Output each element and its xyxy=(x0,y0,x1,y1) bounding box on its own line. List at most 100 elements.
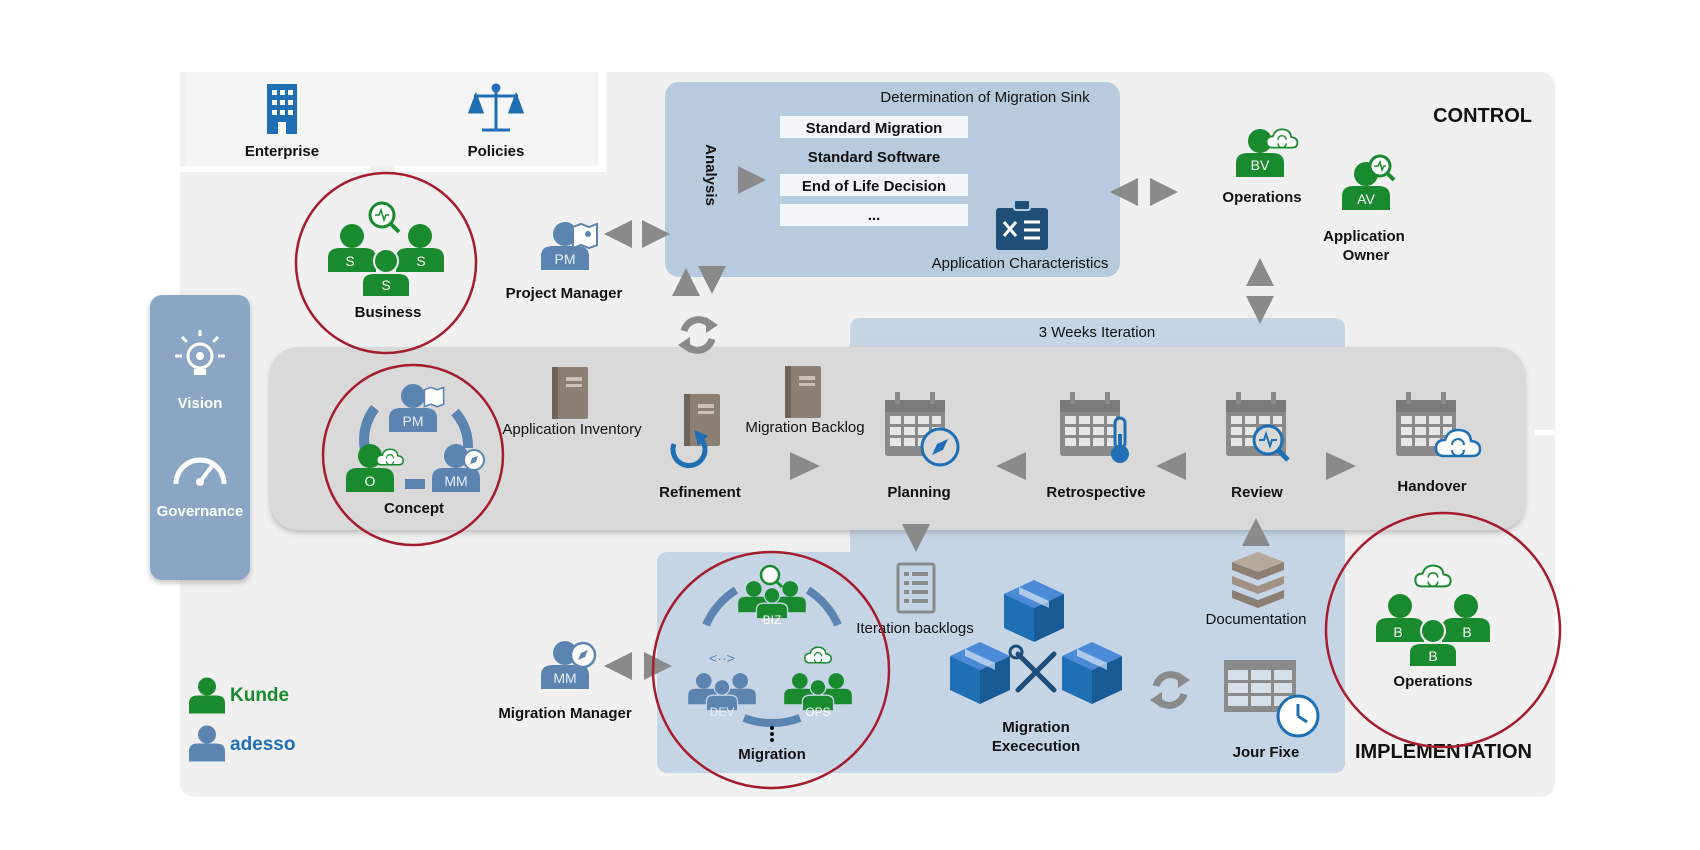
migration-execution-label-line1: Migration xyxy=(1002,719,1070,736)
operations-top-group: BV Operations xyxy=(1222,128,1302,206)
scales-icon xyxy=(467,83,525,132)
migration-badge-biz: BIZ xyxy=(763,613,782,627)
arrow-left-migration xyxy=(604,652,632,680)
governance-label: Governance xyxy=(157,503,244,520)
retrospective-label: Retrospective xyxy=(1046,484,1145,501)
arrow-right-handover xyxy=(1326,452,1356,480)
iteration-backlogs-label: Iteration backlogs xyxy=(856,620,974,637)
jour-fixe-group: Jour Fixe xyxy=(1224,660,1320,761)
magnifier-icon xyxy=(368,201,401,234)
business-badge-left: S xyxy=(345,253,354,269)
list-document-icon xyxy=(896,562,936,614)
project-manager-badge: PM xyxy=(555,251,576,267)
arrow-right-pm xyxy=(642,220,670,248)
analysis-box-title: Determination of Migration Sink xyxy=(880,89,1090,106)
business-highlight-circle xyxy=(294,171,478,355)
migration-execution-label-line2: Exececution xyxy=(992,738,1080,755)
migration-badge-dev: DEV xyxy=(710,705,735,719)
operations-top-label: Operations xyxy=(1222,189,1301,206)
operations-highlight-circle xyxy=(1324,511,1562,749)
jour-fixe-label: Jour Fixe xyxy=(1233,744,1300,761)
project-manager-group: PM Project Manager xyxy=(506,222,623,302)
concept-highlight-circle xyxy=(321,363,505,547)
operations-bottom-badge-center: B xyxy=(1428,648,1437,664)
concept-badge-o: O xyxy=(365,473,376,489)
thermometer-icon xyxy=(1111,416,1129,463)
project-manager-label: Project Manager xyxy=(506,285,623,302)
control-heading: CONTROL xyxy=(1433,105,1532,127)
application-owner-badge: AV xyxy=(1357,191,1375,207)
planning-label: Planning xyxy=(887,484,950,501)
retrospective-calendar-icon xyxy=(1060,392,1120,456)
analysis-box: Determination of Migration Sink Analysis… xyxy=(665,82,1120,277)
iteration-label: 3 Weeks Iteration xyxy=(1039,324,1155,341)
application-inventory-label: Application Inventory xyxy=(502,421,642,438)
documentation-label: Documentation xyxy=(1206,611,1307,628)
migration-execution-group: Migration Exececution xyxy=(950,580,1122,755)
application-characteristics-label: Application Characteristics xyxy=(932,255,1109,272)
legend: Kunde adesso xyxy=(189,677,295,762)
vision-label: Vision xyxy=(178,395,223,412)
migration-manager-badge: MM xyxy=(553,670,576,686)
handover-label: Handover xyxy=(1397,478,1466,495)
magnifier-icon xyxy=(759,564,784,589)
compass-icon xyxy=(569,641,597,669)
arrow-down-review xyxy=(1246,296,1274,324)
gauge-icon xyxy=(173,457,227,486)
review-label: Review xyxy=(1231,484,1283,501)
migration-highlight-circle xyxy=(651,550,891,790)
concept-badge-pm: PM xyxy=(403,413,424,429)
building-icon xyxy=(267,84,297,134)
migration-manager-group: MM Migration Manager xyxy=(498,641,632,722)
book-icon xyxy=(552,367,588,419)
checklist-icon xyxy=(996,199,1048,250)
concept-group: PM O MM Concept xyxy=(321,363,505,547)
operations-bottom-badge-left: B xyxy=(1393,624,1402,640)
migration-badge-ops: OPS xyxy=(805,705,830,719)
migration-group: BIZ <··> DEV OPS Migration xyxy=(651,550,891,790)
business-badge-center: S xyxy=(381,277,390,293)
application-owner-label-line1: Application xyxy=(1323,228,1405,245)
analysis-side-label: Analysis xyxy=(702,144,719,206)
analysis-option-standard-software: Standard Software xyxy=(808,149,941,166)
compass-icon xyxy=(463,449,485,471)
operations-bottom-badge-right: B xyxy=(1462,624,1471,640)
refresh-arrow-icon xyxy=(670,430,708,469)
analysis-option-end-of-life: End of Life Decision xyxy=(802,178,946,195)
business-label: Business xyxy=(355,304,422,321)
analysis-option-standard-migration: Standard Migration xyxy=(806,120,943,137)
operations-top-badge: BV xyxy=(1251,157,1270,173)
arrow-left-operations xyxy=(1110,178,1138,206)
operations-bottom-group: B B B Operations xyxy=(1324,511,1562,749)
arrow-up-analysis xyxy=(672,268,700,296)
backlog-book-icon xyxy=(785,366,821,418)
application-owner-group: AV Application Owner xyxy=(1323,154,1405,264)
arrow-right-operations xyxy=(1150,178,1178,206)
wrench-icon xyxy=(1008,644,1057,693)
code-icon: <··> xyxy=(709,650,735,666)
compass-icon xyxy=(920,427,960,467)
arrow-left-pm xyxy=(604,220,632,248)
more-dots-icon xyxy=(770,726,774,742)
stacked-books-icon xyxy=(1232,552,1284,608)
magnifier-icon xyxy=(1368,154,1396,182)
migration-backlog-label: Migration Backlog xyxy=(745,419,864,436)
map-icon xyxy=(423,386,445,408)
implementation-heading: IMPLEMENTATION xyxy=(1355,741,1532,763)
arrow-right-migration xyxy=(644,652,672,680)
policies-label: Policies xyxy=(468,143,525,160)
arrow-left-retrospective xyxy=(1156,452,1186,480)
vision-governance-panel: Vision Governance xyxy=(150,295,250,580)
business-badge-right: S xyxy=(416,253,425,269)
arrow-right-planning xyxy=(790,452,820,480)
clock-icon xyxy=(1276,694,1320,738)
arrow-up-review-from-docs xyxy=(1242,518,1270,546)
arrow-left-planning xyxy=(996,452,1026,480)
magnifier-icon xyxy=(1252,424,1290,462)
enterprise-label: Enterprise xyxy=(245,143,319,160)
lightbulb-icon xyxy=(175,330,225,375)
legend-adesso-label: adesso xyxy=(230,734,295,755)
migration-cycle-arc xyxy=(702,586,739,627)
legend-kunde-label: Kunde xyxy=(230,685,289,706)
